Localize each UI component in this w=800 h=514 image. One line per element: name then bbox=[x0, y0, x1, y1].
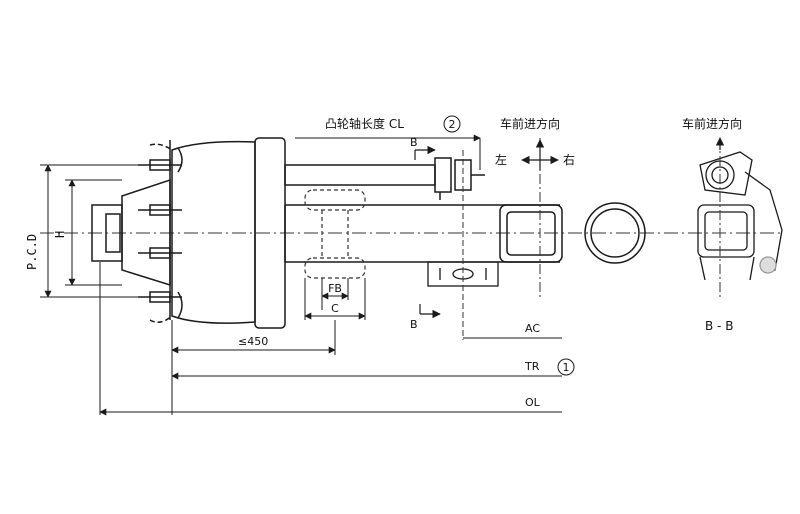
label-cam-length-num: 2 bbox=[449, 118, 456, 131]
label-fb: FB bbox=[328, 282, 342, 295]
wheel-hub bbox=[91, 140, 182, 320]
label-cam-length: 凸轮轴长度 CL bbox=[325, 116, 404, 131]
label-pcd: P.C.D bbox=[25, 234, 39, 270]
label-b-top: B bbox=[410, 136, 418, 149]
label-forward-side: 车前进方向 bbox=[682, 116, 742, 131]
axle-beam bbox=[284, 204, 560, 263]
label-section-bb: B - B bbox=[705, 319, 733, 333]
label-tr-num: 1 bbox=[563, 361, 570, 374]
circle-num-1 bbox=[557, 358, 575, 376]
dim-ac-tr-ol bbox=[99, 262, 562, 416]
slack-adjuster-section bbox=[697, 151, 783, 281]
spring-seat bbox=[304, 189, 366, 279]
label-h: H bbox=[53, 231, 67, 238]
label-ac: AC bbox=[525, 322, 540, 335]
bottom-bracket bbox=[427, 261, 499, 287]
circle-num-2 bbox=[443, 115, 461, 133]
camshaft bbox=[284, 157, 485, 200]
round-tube-section bbox=[584, 202, 646, 264]
label-ol: OL bbox=[525, 396, 541, 409]
square-tube-section bbox=[499, 204, 563, 263]
label-c: C bbox=[331, 302, 339, 315]
label-forward-main: 车前进方向 bbox=[500, 116, 560, 131]
dim-fb-c bbox=[304, 278, 366, 320]
dim-450 bbox=[171, 320, 336, 415]
dim-pcd-h bbox=[40, 164, 150, 298]
label-b-bottom: B bbox=[410, 318, 418, 331]
brake-drum bbox=[149, 137, 286, 329]
label-tr: TR bbox=[524, 360, 540, 373]
label-right: 右 bbox=[563, 152, 575, 167]
label-left: 左 bbox=[495, 152, 507, 167]
label-450: ≤450 bbox=[238, 335, 268, 348]
